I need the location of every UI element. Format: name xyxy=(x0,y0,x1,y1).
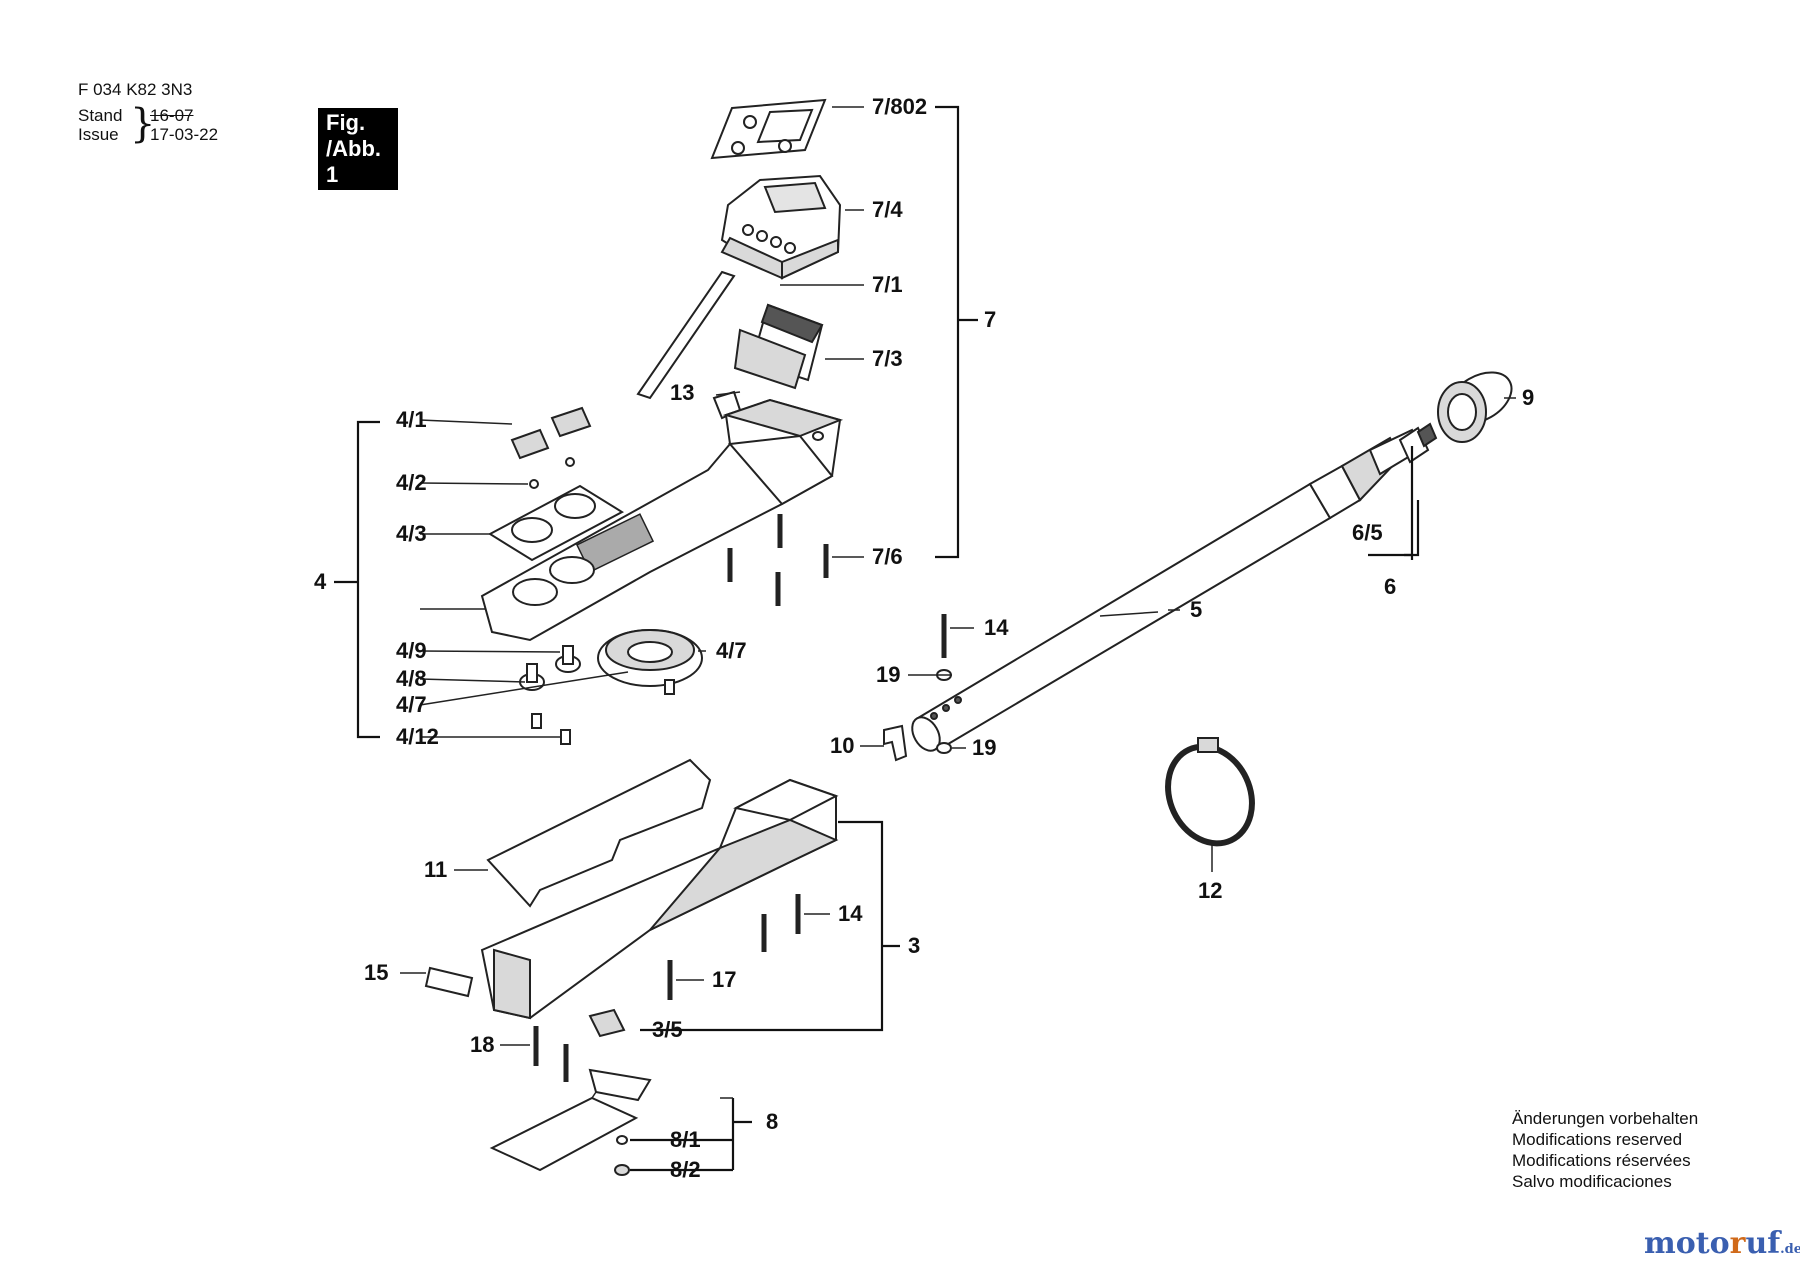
old-date: 16-07 xyxy=(150,106,194,125)
spacer-part-a xyxy=(531,713,542,729)
notes-block: Änderungen vorbehalten Modifications res… xyxy=(1512,1108,1698,1192)
electronics-module-part xyxy=(733,303,824,390)
lower-housing-part xyxy=(480,778,839,1020)
spacer-part-b xyxy=(560,729,571,745)
mounting-plate-part xyxy=(486,758,712,908)
label-7-4: 7/4 xyxy=(872,197,903,222)
label-18: 18 xyxy=(470,1032,494,1057)
label-15: 15 xyxy=(364,960,388,985)
label-11: 11 xyxy=(424,857,447,882)
label-part xyxy=(424,966,474,998)
note-en: Modifications reserved xyxy=(1512,1130,1683,1149)
label-19-lower: 19 xyxy=(972,735,996,760)
display-housing-part xyxy=(720,174,842,280)
label-3: 3 xyxy=(908,933,920,958)
tube-part xyxy=(911,422,1438,752)
bracket-7 xyxy=(935,105,978,559)
label-19-upper: 19 xyxy=(876,662,900,687)
label-14-upper: 14 xyxy=(984,615,1009,640)
label-9: 9 xyxy=(1522,385,1534,410)
note-fr: Modifications réservées xyxy=(1512,1151,1691,1170)
battery-clip-part xyxy=(588,1008,626,1038)
bracket-4 xyxy=(334,420,380,739)
label-7-3: 7/3 xyxy=(872,346,903,371)
speaker-part xyxy=(597,629,703,687)
upper-housing-part xyxy=(480,398,844,642)
bracket-part xyxy=(489,1068,652,1176)
bracket-3 xyxy=(640,820,900,1032)
potentiometer-parts xyxy=(519,645,581,691)
bracket-8 xyxy=(630,1098,752,1172)
label-4-2: 4/2 xyxy=(396,470,427,495)
screw-parts-lower xyxy=(533,894,801,1082)
label-7-1: 7/1 xyxy=(872,272,903,297)
bracket-6 xyxy=(1368,446,1414,560)
watermark-part-a: moto xyxy=(1644,1226,1730,1261)
label-4-3: 4/3 xyxy=(396,521,427,546)
display-foil-part xyxy=(710,98,827,160)
label-6-5: 6/5 xyxy=(1352,520,1383,545)
note-es: Salvo modificaciones xyxy=(1512,1172,1672,1191)
issue-date: 17-03-22 xyxy=(150,125,219,144)
membrane-part xyxy=(487,484,625,562)
label-8-2: 8/2 xyxy=(670,1157,701,1182)
label-7: 7 xyxy=(984,307,996,332)
label-17: 17 xyxy=(712,967,736,992)
label-4-7-speaker: 4/7 xyxy=(716,638,747,663)
label-4-12: 4/12 xyxy=(396,724,439,749)
label-3-5: 3/5 xyxy=(652,1017,683,1042)
label-12: 12 xyxy=(1198,878,1222,903)
label-4: 4 xyxy=(314,569,327,594)
label-13: 13 xyxy=(670,380,694,405)
label-4-1: 4/1 xyxy=(396,407,427,432)
stand-label: Stand xyxy=(78,106,123,125)
watermark-part-f: r xyxy=(1729,1226,1746,1261)
spacer-part-c xyxy=(664,679,675,695)
label-7-6: 7/6 xyxy=(872,544,903,569)
label-10: 10 xyxy=(830,733,854,758)
brace-icon: } xyxy=(130,101,156,147)
screw-parts-upper xyxy=(727,514,829,606)
label-4-9: 4/9 xyxy=(396,638,427,663)
label-5: 5 xyxy=(1190,597,1202,622)
label-4-8: 4/8 xyxy=(396,666,427,691)
label-6: 6 xyxy=(1384,574,1396,599)
label-7-802: 7/802 xyxy=(872,94,927,119)
watermark-logo: motoruf.de xyxy=(1644,1226,1800,1261)
header-block: F 034 K82 3N3 Stand Issue } 16-07 17-03-… xyxy=(78,80,398,190)
clip-part xyxy=(883,724,908,762)
figure-label: Fig. /Abb. 1 xyxy=(318,108,398,190)
issue-label: Issue xyxy=(78,125,119,144)
end-cap-part xyxy=(1437,371,1513,443)
label-8-1: 8/1 xyxy=(670,1127,701,1152)
note-de: Änderungen vorbehalten xyxy=(1512,1109,1699,1128)
watermark-tld: .de xyxy=(1780,1242,1800,1257)
display-strip-part xyxy=(636,270,736,400)
document-code: F 034 K82 3N3 xyxy=(78,80,193,99)
watermark-part-b: uf xyxy=(1745,1226,1781,1261)
hose-clamp-part xyxy=(1165,737,1255,847)
label-14-lower: 14 xyxy=(838,901,863,926)
knob-parts xyxy=(510,406,592,489)
label-4-7: 4/7 xyxy=(396,692,427,717)
label-8: 8 xyxy=(766,1109,778,1134)
